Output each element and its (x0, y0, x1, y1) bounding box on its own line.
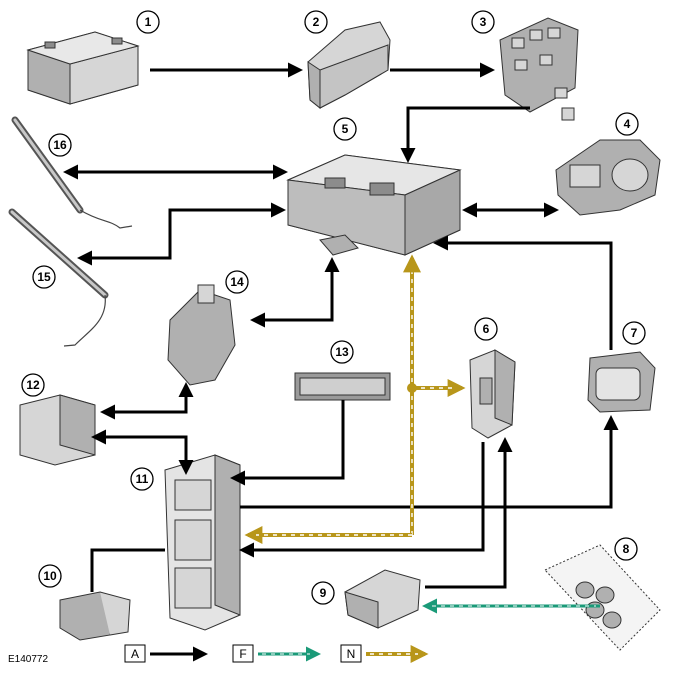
svg-text:1: 1 (145, 15, 152, 29)
svg-text:F: F (239, 647, 246, 661)
svg-text:15: 15 (37, 270, 51, 284)
callout-12: 12 (21, 373, 45, 397)
svg-text:11: 11 (136, 472, 149, 486)
svg-text:13: 13 (335, 345, 349, 359)
svg-text:2: 2 (313, 15, 320, 29)
svg-text:16: 16 (53, 138, 67, 152)
callout-16: 16 (48, 133, 72, 157)
switch-component (587, 351, 656, 413)
svg-text:5: 5 (342, 122, 349, 136)
callout-3: 3 (471, 10, 495, 34)
legend-item-f: F (232, 644, 321, 663)
reference-id: E140772 (8, 654, 48, 665)
callout-14: 14 (225, 270, 249, 294)
handle-switch-component (59, 591, 131, 641)
svg-text:12: 12 (26, 378, 40, 392)
svg-text:10: 10 (43, 569, 57, 583)
svg-text:6: 6 (483, 322, 490, 336)
relay-block-component (499, 17, 579, 121)
strip-component (294, 372, 391, 401)
receiver-component (344, 569, 421, 629)
svg-text:N: N (347, 647, 356, 661)
strut-16-component (11, 116, 133, 229)
svg-text:3: 3 (480, 15, 487, 29)
svg-text:14: 14 (230, 275, 244, 289)
legend: A F N (124, 644, 429, 663)
legend-item-n: N (340, 644, 429, 663)
junction-box-cover-component (307, 21, 391, 110)
callout-6: 6 (474, 317, 498, 341)
svg-text:A: A (131, 647, 139, 661)
strut-15-component (8, 208, 109, 347)
module-component (469, 349, 516, 439)
callout-9: 9 (311, 581, 335, 605)
callout-5: 5 (333, 117, 357, 141)
callout-15: 15 (32, 265, 56, 289)
callout-11: 11 (130, 467, 154, 491)
callout-1: 1 (136, 10, 160, 34)
module-12-component (19, 394, 96, 466)
control-module-component (286, 154, 462, 256)
legend-item-a: A (124, 644, 208, 663)
callout-2: 2 (304, 10, 328, 34)
svg-text:4: 4 (624, 117, 631, 131)
callout-4: 4 (615, 112, 639, 136)
smart-key-component (544, 544, 661, 651)
svg-text:7: 7 (631, 326, 638, 340)
svg-text:8: 8 (623, 542, 630, 556)
svg-text:9: 9 (320, 586, 327, 600)
connections-type-a (63, 62, 619, 592)
callout-10: 10 (38, 564, 62, 588)
actuator-component (555, 139, 661, 216)
callout-7: 7 (622, 321, 646, 345)
latch-component (167, 284, 236, 386)
fuse-box-component (164, 454, 241, 631)
callout-13: 13 (330, 340, 354, 364)
callout-8: 8 (614, 537, 638, 561)
connections-type-n (244, 254, 466, 544)
battery-component (26, 31, 140, 105)
